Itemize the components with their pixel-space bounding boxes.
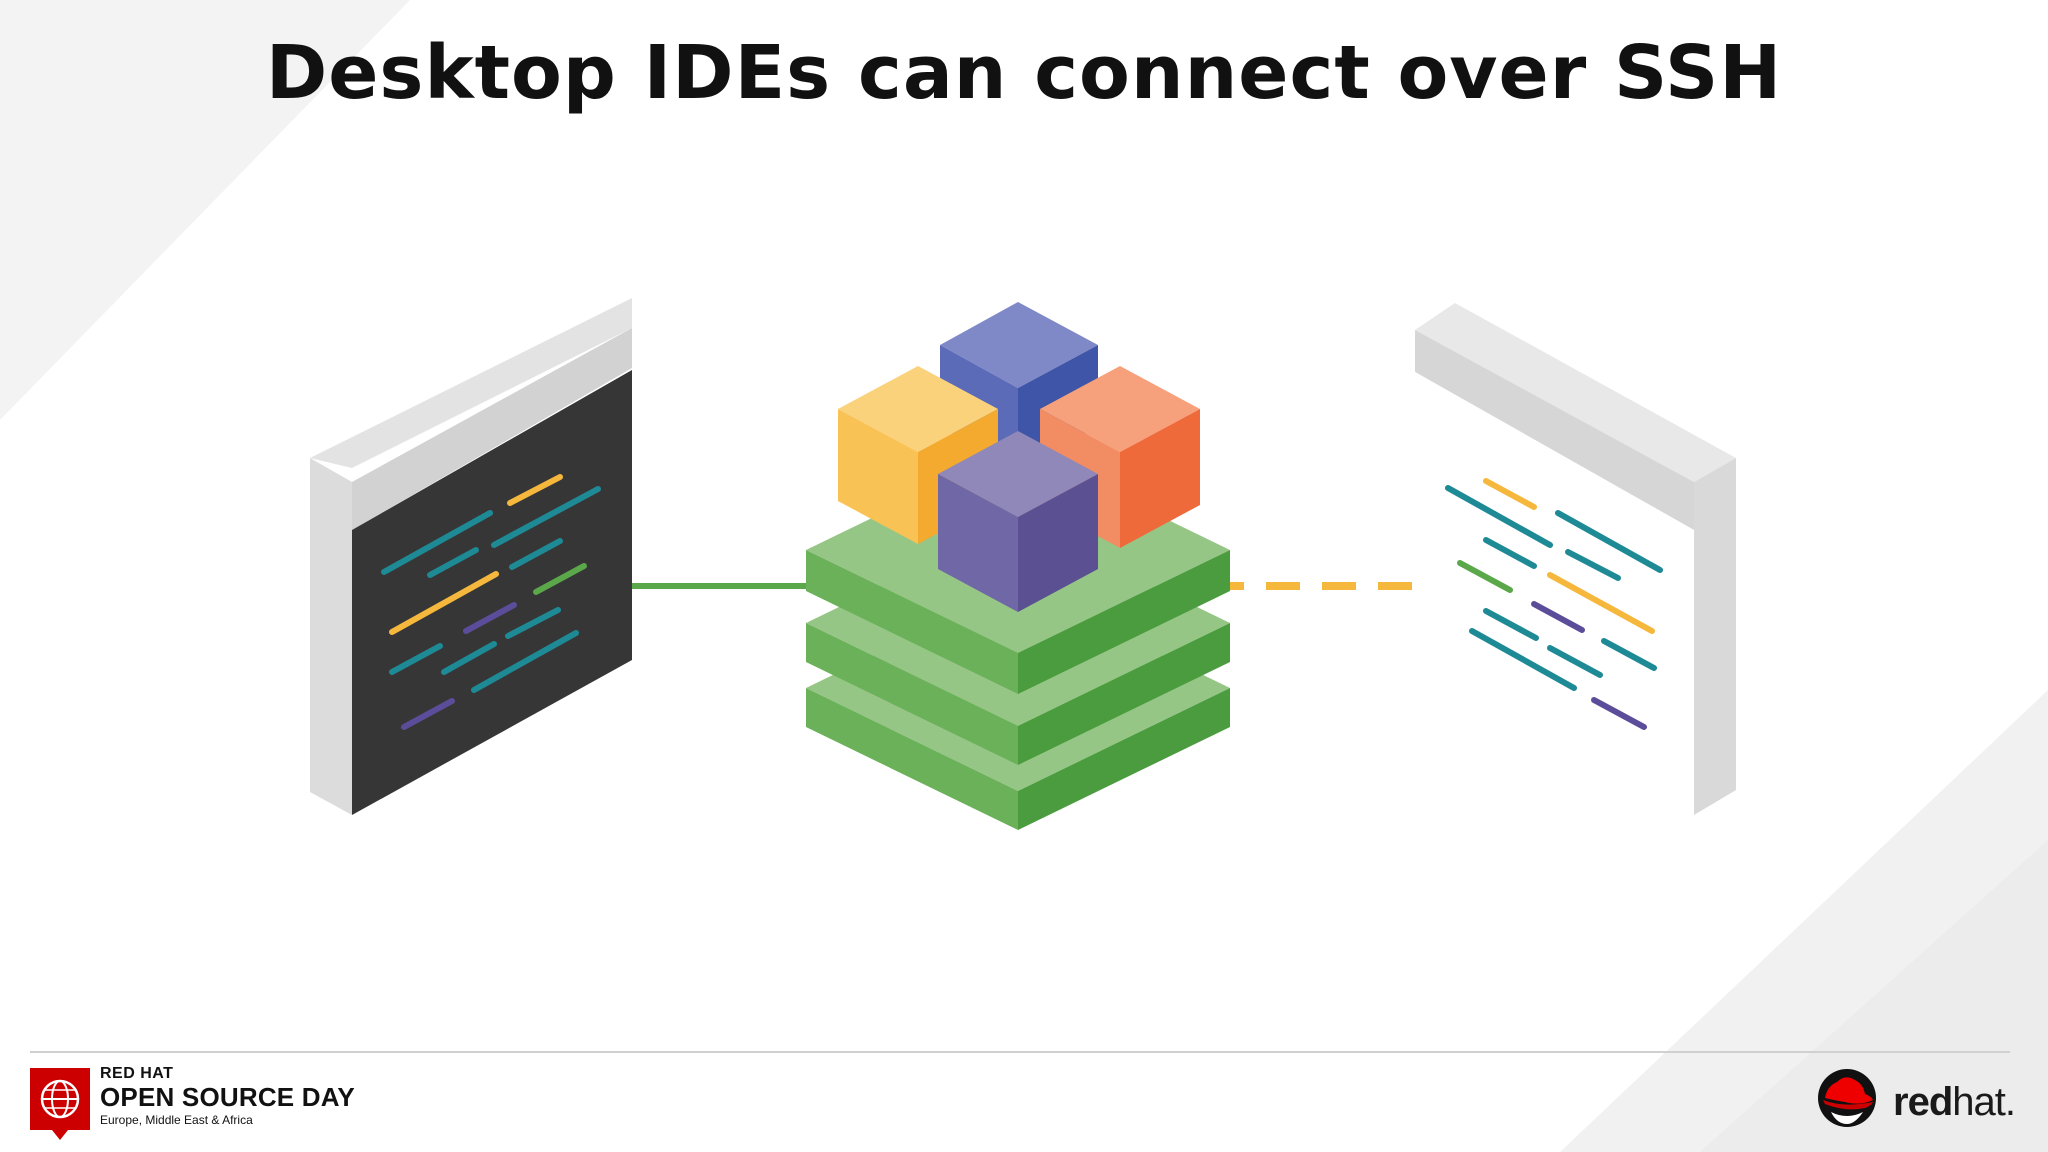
globe-badge-icon <box>30 1068 90 1140</box>
code-line <box>509 538 563 570</box>
code-line <box>463 602 517 634</box>
code-line <box>1469 628 1577 691</box>
event-logo: RED HAT OPEN SOURCE DAY Europe, Middle E… <box>28 1062 428 1142</box>
code-line <box>1531 601 1585 633</box>
code-line <box>1601 638 1657 671</box>
event-name: OPEN SOURCE DAY <box>100 1082 355 1112</box>
redhat-wordmark: redhat. <box>1893 1080 2016 1124</box>
red-hat-icon <box>1818 1069 1876 1127</box>
desktop-ide-dark-icon <box>310 298 632 815</box>
code-line <box>507 474 563 506</box>
code-line <box>1445 485 1553 548</box>
code-line <box>381 510 493 575</box>
code-line <box>441 641 497 675</box>
code-line <box>491 486 601 548</box>
code-line <box>1457 560 1513 593</box>
code-line <box>1483 537 1537 569</box>
code-line <box>1547 572 1655 634</box>
desktop-ide-light-icon <box>1415 303 1736 815</box>
code-line <box>505 607 561 639</box>
footer-divider <box>30 1051 2010 1053</box>
code-line <box>1547 645 1603 678</box>
event-brand: RED HAT <box>100 1065 174 1082</box>
code-line <box>389 571 499 635</box>
code-line <box>1555 510 1663 573</box>
event-region: Europe, Middle East & Africa <box>100 1113 253 1127</box>
code-line <box>1483 478 1537 510</box>
code-line <box>427 547 479 578</box>
code-line <box>1565 549 1621 581</box>
code-line <box>401 698 455 730</box>
cloud-workspace-icon <box>806 302 1230 830</box>
code-line <box>389 643 443 675</box>
code-line <box>533 563 587 595</box>
code-line <box>1591 697 1647 730</box>
code-line <box>471 630 579 693</box>
cube-front <box>938 431 1098 612</box>
code-line <box>1483 608 1539 641</box>
redhat-logo: redhat. <box>1815 1066 2016 1132</box>
slide-title: Desktop IDEs can connect over SSH <box>265 30 1783 116</box>
